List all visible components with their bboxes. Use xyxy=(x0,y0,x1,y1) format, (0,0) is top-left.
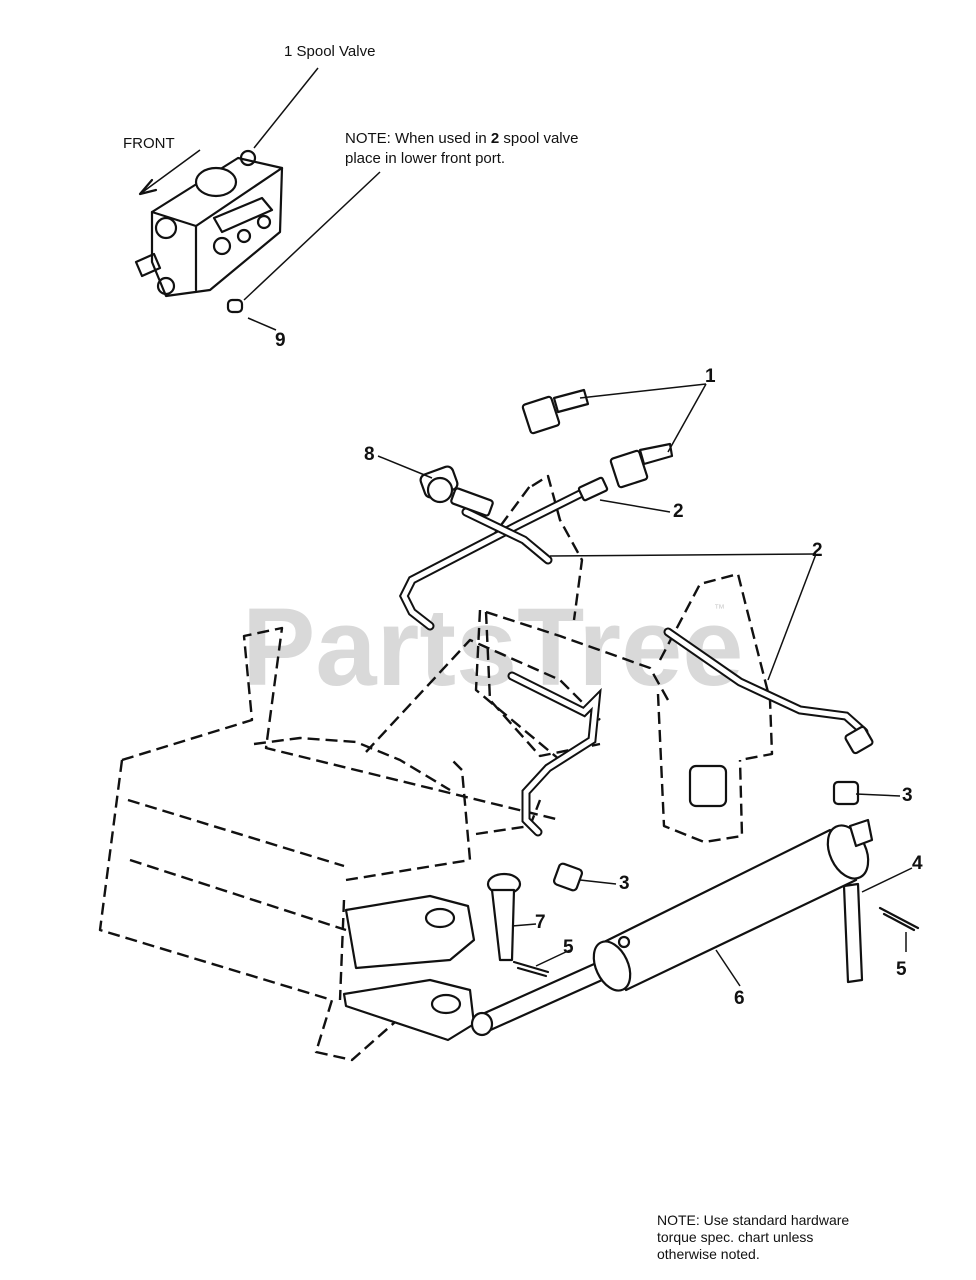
front-label: FRONT xyxy=(123,135,175,152)
callout-8: 8 xyxy=(364,444,375,465)
frame-pivot-boss xyxy=(688,764,728,808)
spool-note-text-bold: 2 xyxy=(491,130,499,147)
callout-9: 9 xyxy=(275,330,286,351)
torque-note-line-2: torque spec. chart unless xyxy=(657,1229,814,1245)
watermark: PartsTree xyxy=(242,586,743,709)
hitch-bracket xyxy=(342,894,476,1042)
frame-outline xyxy=(98,474,774,1062)
spool-note-text-a: NOTE: When used in xyxy=(345,130,491,147)
clevis-pin xyxy=(486,872,522,962)
callout-5-right: 5 xyxy=(896,959,907,980)
callout-2-upper: 2 xyxy=(673,501,684,522)
callout-3-left: 3 xyxy=(619,873,630,894)
callout-4: 4 xyxy=(912,853,923,874)
quick-couplers xyxy=(521,388,674,489)
callout-5-left: 5 xyxy=(563,937,574,958)
hydraulic-cylinder xyxy=(470,818,874,1037)
spool-note-text-b: spool valve xyxy=(499,130,578,147)
torque-note-line-1: NOTE: Use standard hardware xyxy=(657,1212,850,1228)
callout-7: 7 xyxy=(535,912,546,933)
spool-valve-illustration xyxy=(134,149,284,314)
leader-note-port xyxy=(243,171,381,301)
front-arrow xyxy=(139,149,201,195)
pivot-pin xyxy=(842,882,864,984)
spool-note-line-2: place in lower front port. xyxy=(345,150,505,167)
torque-note-line-3: otherwise noted. xyxy=(657,1246,760,1262)
elbow-fitting xyxy=(419,465,494,517)
hydraulic-tubes xyxy=(398,476,874,837)
callout-3-right: 3 xyxy=(902,785,913,806)
grease-fittings xyxy=(552,780,860,892)
leader-9 xyxy=(247,317,277,331)
spool-note-line-1: NOTE: When used in 2 spool valve xyxy=(345,130,578,147)
callout-6: 6 xyxy=(734,988,745,1009)
cotter-pin-left xyxy=(512,960,550,978)
leader-lines xyxy=(377,383,913,987)
callout-2-lower: 2 xyxy=(812,540,823,561)
callout-1: 1 xyxy=(705,366,716,387)
watermark-trademark: ™ xyxy=(714,603,725,615)
front-arrow-head xyxy=(138,178,158,196)
leader-spool-valve xyxy=(253,67,319,149)
torque-note: NOTE: Use standard hardware torque spec.… xyxy=(657,1212,957,1263)
cotter-pin-right xyxy=(878,906,920,932)
spool-valve-label: 1 Spool Valve xyxy=(284,43,375,60)
